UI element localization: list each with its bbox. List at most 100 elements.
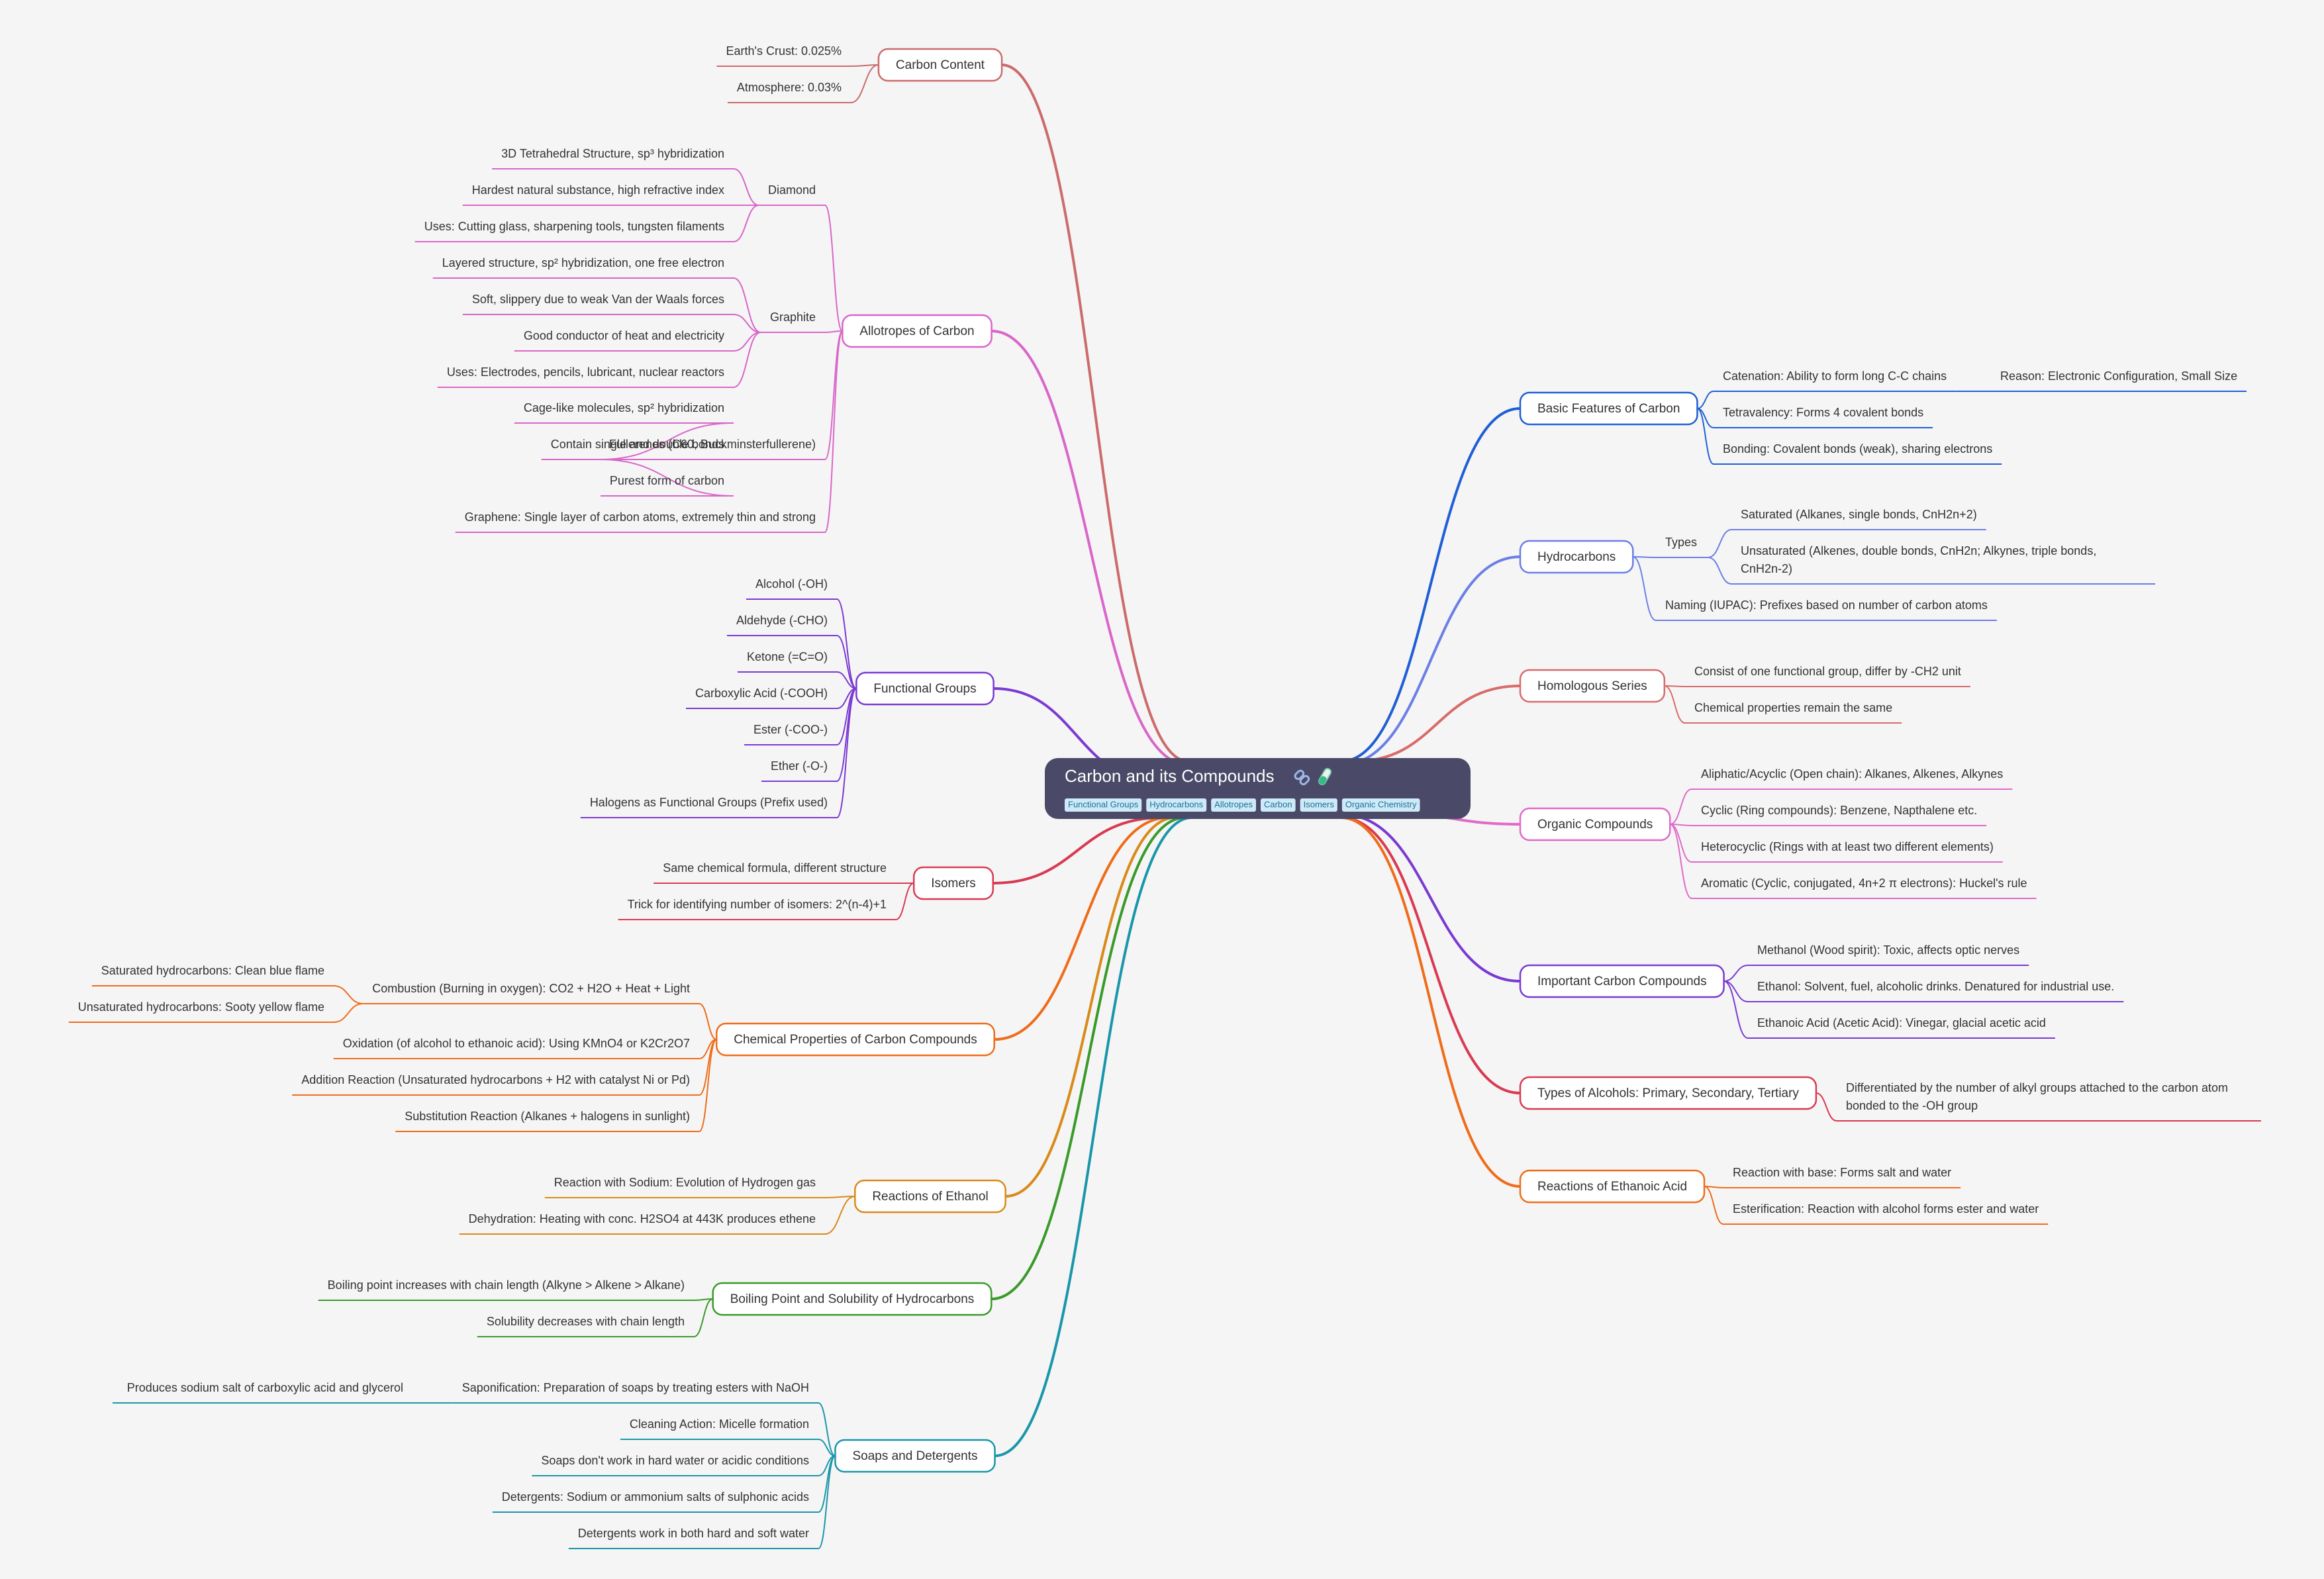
branch-chemical-properties[interactable]: Chemical Properties of Carbon Compounds xyxy=(715,1022,996,1057)
carbon-content-leaf-1: Atmosphere: 0.03% xyxy=(737,81,842,94)
connector-isomers xyxy=(993,816,1163,885)
ethanoic-reaction-0: Reaction with base: Forms salt and water xyxy=(1733,1166,1951,1179)
isomers-leaf-0: Same chemical formula, different structu… xyxy=(663,861,887,875)
allotrope-diamond[interactable]: Diamond xyxy=(768,183,816,197)
connector-line xyxy=(599,422,734,460)
connector-line xyxy=(733,314,761,333)
allotrope-graphite[interactable]: Graphite xyxy=(770,311,816,324)
tag-label: Functional Groups xyxy=(1068,799,1139,809)
functional-group-6: Halogens as Functional Groups (Prefix us… xyxy=(590,796,828,809)
test-tube-icon xyxy=(1318,768,1331,785)
connector-line xyxy=(333,1003,363,1023)
tag-chip xyxy=(1341,798,1420,812)
branch-hydrocarbons-box xyxy=(1519,540,1634,574)
hydrocarbon-types-node[interactable]: Types xyxy=(1665,536,1697,549)
connector-line xyxy=(333,985,363,1004)
diamond-leaf-2: Uses: Cutting glass, sharpening tools, t… xyxy=(424,220,724,233)
saponification-leaf-0: Produces sodium salt of carboxylic acid … xyxy=(127,1381,403,1394)
branch-functional-groups[interactable]: Functional Groups xyxy=(855,671,994,706)
tag-chip xyxy=(1300,798,1337,812)
graphite-leaf-1: Soft, slippery due to weak Van der Waals… xyxy=(472,293,724,306)
chemical-property-0: Oxidation (of alcohol to ethanoic acid):… xyxy=(343,1037,690,1050)
connector-line xyxy=(1704,1186,1724,1225)
connector-line xyxy=(733,205,759,242)
branch-homologous-series-label: Homologous Series xyxy=(1537,679,1647,693)
allotrope-graphene: Graphene: Single layer of carbon atoms, … xyxy=(465,510,816,524)
branch-functional-groups-box xyxy=(855,671,994,706)
tag-label: Organic Chemistry xyxy=(1345,799,1417,809)
branch-types-of-alcohols[interactable]: Types of Alcohols: Primary, Secondary, T… xyxy=(1519,1076,1817,1110)
branch-isomers-label: Isomers xyxy=(931,877,976,890)
boiling-leaf-0: Boiling point increases with chain lengt… xyxy=(328,1278,685,1292)
branch-organic-compounds[interactable]: Organic Compounds xyxy=(1519,807,1671,841)
tag-carbon[interactable]: Carbon xyxy=(1260,798,1296,812)
connector-basic-features xyxy=(1340,407,1521,763)
organic-compound-2: Heterocyclic (Rings with at least two di… xyxy=(1701,840,1994,853)
alcohols-leaf-1: bonded to the -OH group xyxy=(1846,1099,1978,1112)
branch-carbon-content-label: Carbon Content xyxy=(896,58,985,72)
branch-chemical-properties-box xyxy=(715,1022,996,1057)
branch-hydrocarbons[interactable]: Hydrocarbons xyxy=(1519,540,1634,574)
important-compound-1: Ethanol: Solvent, fuel, alcoholic drinks… xyxy=(1757,980,2114,993)
connector-line xyxy=(699,1039,718,1132)
connector-line xyxy=(1816,1092,1837,1122)
connector-line xyxy=(818,1402,836,1457)
connector-important-compounds xyxy=(1340,813,1521,982)
test-tube-liquid xyxy=(1319,776,1327,785)
branch-isomers-box xyxy=(912,866,994,900)
branch-carbon-content[interactable]: Carbon Content xyxy=(877,48,1003,82)
connector-line xyxy=(1708,529,1732,558)
connector-line xyxy=(824,1196,855,1235)
combustion-node[interactable]: Combustion (Burning in oxygen): CO2 + H2… xyxy=(372,982,690,995)
allotrope-fullerenes[interactable]: Fullerenes (C60, Buckminsterfullerene) xyxy=(609,438,816,451)
branch-isomers[interactable]: Isomers xyxy=(912,866,994,900)
connector-line xyxy=(733,277,761,333)
connector-line xyxy=(1723,981,1749,1002)
branch-reactions-ethanol[interactable]: Reactions of Ethanol xyxy=(854,1179,1006,1214)
tag-hydrocarbons[interactable]: Hydrocarbons xyxy=(1146,798,1207,812)
branch-important-compounds[interactable]: Important Carbon Compounds xyxy=(1519,964,1725,998)
hydrocarbon-naming: Naming (IUPAC): Prefixes based on number… xyxy=(1665,598,1988,612)
branch-carbon-content-box xyxy=(877,48,1003,82)
connector-line xyxy=(1708,557,1732,585)
branch-homologous-series[interactable]: Homologous Series xyxy=(1519,669,1666,703)
tag-isomers[interactable]: Isomers xyxy=(1300,798,1337,812)
connector-line xyxy=(1723,965,1749,982)
isomers-leaf-1: Trick for identifying number of isomers:… xyxy=(628,898,887,911)
branch-ethanoic-acid-label: Reactions of Ethanoic Acid xyxy=(1537,1180,1687,1194)
connector-line xyxy=(599,459,734,497)
link-icon[interactable] xyxy=(1294,769,1310,786)
branch-basic-features-box xyxy=(1519,391,1698,426)
branch-boiling-point-box xyxy=(712,1282,993,1316)
connector-boiling-point xyxy=(991,816,1186,1300)
branch-important-compounds-label: Important Carbon Compounds xyxy=(1537,975,1707,988)
chemical-property-1: Addition Reaction (Unsaturated hydrocarb… xyxy=(301,1073,690,1086)
connector-line xyxy=(824,205,844,332)
branch-boiling-point[interactable]: Boiling Point and Solubility of Hydrocar… xyxy=(712,1282,993,1316)
organic-compound-1: Cyclic (Ring compounds): Benzene, Naptha… xyxy=(1701,804,1977,817)
soaps-leaf-3: Detergents work in both hard and soft wa… xyxy=(578,1527,809,1540)
tag-chip xyxy=(1260,798,1296,812)
branch-functional-groups-label: Functional Groups xyxy=(873,682,976,696)
tag-allotropes[interactable]: Allotropes xyxy=(1211,798,1256,812)
connector-lines xyxy=(68,64,2261,1549)
homologous-leaf-1: Chemical properties remain the same xyxy=(1694,701,1892,714)
tag-chip xyxy=(1065,798,1142,812)
tag-label: Hydrocarbons xyxy=(1149,799,1203,809)
connector-line xyxy=(1697,391,1714,409)
soaps-leaf-2: Detergents: Sodium or ammonium salts of … xyxy=(502,1490,809,1504)
organic-compound-3: Aromatic (Cyclic, conjugated, 4n+2 π ele… xyxy=(1701,877,2027,890)
combustion-leaf-0: Saturated hydrocarbons: Clean blue flame xyxy=(101,964,324,977)
tag-organic-chemistry[interactable]: Organic Chemistry xyxy=(1341,798,1420,812)
branch-allotropes[interactable]: Allotropes of Carbon xyxy=(842,314,993,348)
branch-soaps[interactable]: Soaps and Detergents xyxy=(834,1439,996,1473)
branch-ethanoic-acid[interactable]: Reactions of Ethanoic Acid xyxy=(1519,1169,1706,1204)
saponification-node[interactable]: Saponification: Preparation of soaps by … xyxy=(462,1381,809,1394)
tag-functional-groups[interactable]: Functional Groups xyxy=(1065,798,1142,812)
functional-group-3: Carboxylic Acid (-COOH) xyxy=(695,687,828,700)
connector-line xyxy=(693,1298,714,1337)
diamond-leaf-1: Hardest natural substance, high refracti… xyxy=(472,183,724,197)
branch-basic-features[interactable]: Basic Features of Carbon xyxy=(1519,391,1698,426)
connector-chemical-properties xyxy=(994,816,1169,1041)
